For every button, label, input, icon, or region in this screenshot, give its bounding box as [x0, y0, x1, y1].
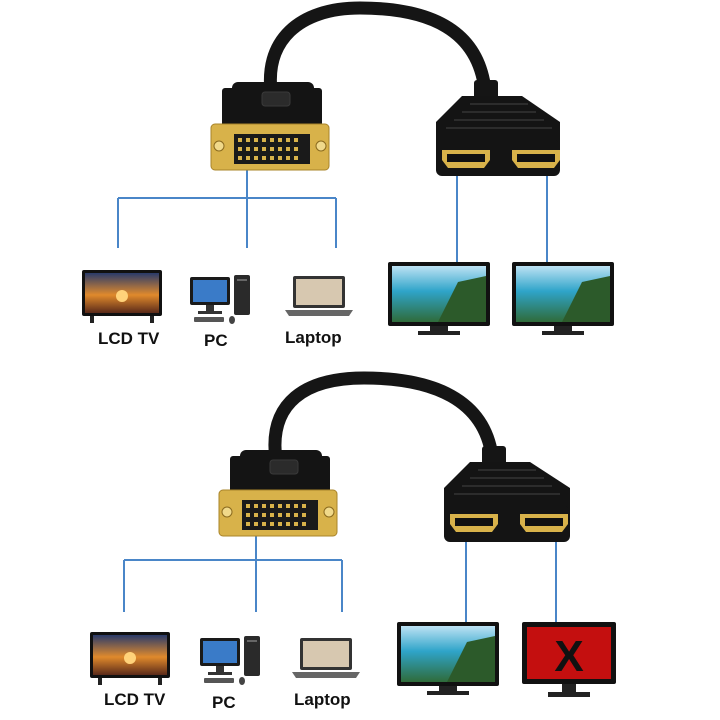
x-mark: X — [554, 632, 583, 681]
tv-icon — [90, 632, 170, 686]
bottom-diagram: LCD TV PC Laptop — [0, 360, 720, 720]
desktop-pc-icon — [190, 273, 252, 325]
tv-icon — [82, 270, 162, 324]
laptop-icon — [285, 276, 355, 320]
hdmi-port — [520, 514, 568, 532]
dvi-distribution-lines — [123, 526, 343, 612]
cable — [264, 1, 492, 105]
monitor-icon — [397, 622, 499, 698]
top-diagram: LCD TV PC Laptop — [82, 1, 614, 350]
device-label: Laptop — [294, 690, 351, 709]
device-label: PC — [212, 693, 236, 712]
top-cable-assembly — [117, 1, 560, 265]
desktop-pc-icon — [200, 634, 262, 686]
device-label: LCD TV — [98, 329, 160, 348]
hdmi-splitter — [444, 446, 570, 542]
hdmi-port — [512, 150, 560, 168]
monitor-no-signal-icon: X — [522, 622, 616, 702]
dvi-distribution-lines — [117, 160, 337, 248]
dvi-connector — [218, 450, 338, 537]
hdmi-port — [442, 150, 490, 168]
hdmi-port — [450, 514, 498, 532]
cable — [268, 371, 499, 467]
monitor-icon — [388, 262, 490, 338]
hdmi-splitter — [436, 80, 560, 176]
monitor-icon — [512, 262, 614, 338]
device-label: LCD TV — [104, 690, 166, 709]
laptop-icon — [292, 638, 362, 682]
device-label: PC — [204, 331, 228, 350]
hdmi-lines — [465, 530, 557, 622]
bottom-cable-assembly — [123, 371, 570, 622]
hdmi-lines — [456, 165, 548, 265]
device-label: Laptop — [285, 328, 342, 347]
dvi-connector — [210, 82, 330, 171]
